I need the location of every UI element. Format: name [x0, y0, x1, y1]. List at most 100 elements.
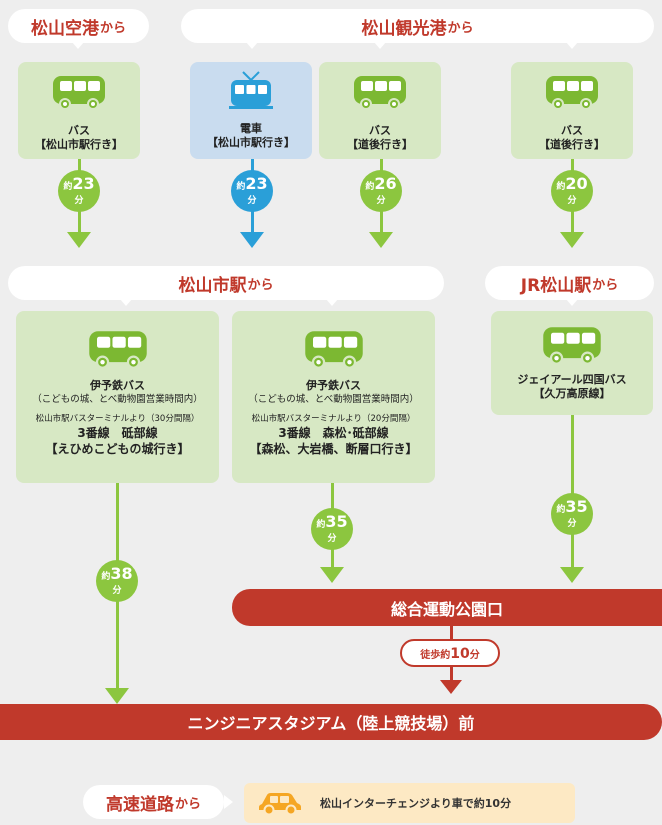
down-arrow-icon: [560, 232, 584, 248]
down-arrow-icon: [320, 567, 344, 583]
time-number: 20: [565, 174, 588, 193]
time-unit: 分: [376, 196, 386, 206]
pill-pointer: [72, 42, 84, 49]
card-mode: バス: [369, 124, 391, 137]
route-card-port-tram: 電車 【松山市駅行き】: [190, 62, 312, 159]
bus-icon: [53, 76, 105, 110]
time-number: 26: [374, 174, 397, 193]
bus-icon: [304, 331, 363, 369]
origin-suffix: から: [99, 20, 126, 36]
time-unit: 分: [74, 196, 84, 206]
pill-pointer: [326, 299, 338, 306]
bus-stop-name: 総合運動公園口: [390, 599, 503, 619]
card-destination: 【松山市駅行き】: [207, 136, 295, 149]
time-unit: 分: [247, 196, 257, 206]
card-line: 3番線 森松･砥部線: [278, 426, 389, 440]
time-prefix: 約: [101, 572, 111, 582]
card-mode: バス: [561, 124, 583, 137]
connector-line: [571, 415, 574, 570]
tram-icon: [229, 71, 273, 109]
down-arrow-icon: [560, 567, 584, 583]
origin-label: 高速道路: [105, 794, 174, 815]
card-title: 伊予鉄バス: [306, 379, 361, 392]
card-destination: 【松山市駅行き】: [35, 138, 123, 151]
pill-pointer: [224, 795, 233, 809]
card-title: ジェイアール四国バス: [517, 373, 627, 386]
car-route-text: 松山インターチェンジより車で約10分: [320, 797, 512, 810]
walk-prefix: 徒歩約: [420, 650, 451, 661]
origin-label: 松山空港: [30, 18, 99, 39]
time-prefix: 約: [556, 182, 566, 192]
route-card-airport-bus: バス 【松山市駅行き】: [18, 62, 140, 159]
route-card-jr-shikoku-bus: ジェイアール四国バス 【久万高原線】: [491, 311, 653, 415]
card-destination: 【えひめこどもの城行き】: [45, 442, 190, 456]
bus-icon: [88, 331, 147, 369]
card-mode: バス: [68, 124, 90, 137]
card-note: （こどもの城、とべ動物園営業時間内）: [32, 394, 203, 405]
card-departure: 松山市駅バスターミナルより（20分間隔）: [251, 414, 416, 424]
pill-pointer: [246, 42, 258, 49]
walk-number: 10: [450, 646, 470, 662]
destination-bar: ニンジニアスタジアム（陸上競技場）前: [0, 704, 662, 740]
time-number: 35: [325, 512, 348, 531]
destination-name: ニンジニアスタジアム（陸上競技場）前: [187, 714, 475, 733]
down-arrow-icon: [105, 688, 129, 704]
origin-suffix: から: [247, 277, 274, 293]
time-number: 35: [565, 497, 588, 516]
time-prefix: 約: [365, 182, 375, 192]
origin-suffix: から: [447, 20, 474, 36]
origin-label: JR松山駅: [520, 275, 592, 296]
card-destination: 【久万高原線】: [533, 387, 611, 400]
card-title: 伊予鉄バス: [90, 379, 145, 392]
origin-label: 松山市駅: [178, 275, 247, 296]
route-card-iyotetsu-tobe: 伊予鉄バス （こどもの城、とべ動物園営業時間内） 松山市駅バスターミナルより（3…: [16, 311, 219, 483]
origin-highway: 高速道路から: [83, 785, 224, 819]
card-mode: 電車: [240, 122, 262, 135]
down-arrow-icon: [369, 232, 393, 248]
pill-pointer: [566, 299, 578, 306]
pill-pointer: [120, 299, 132, 306]
pill-pointer: [374, 42, 386, 49]
time-prefix: 約: [556, 505, 566, 515]
route-card-port-bus: バス 【道後行き】: [319, 62, 441, 159]
down-arrow-icon: [440, 680, 462, 694]
car-route-box: 松山インターチェンジより車で約10分: [244, 783, 575, 823]
card-destination: 【道後行き】: [347, 138, 413, 151]
bus-icon: [546, 76, 598, 110]
bus-icon: [543, 327, 601, 365]
card-departure: 松山市駅バスターミナルより（30分間隔）: [35, 414, 200, 424]
time-unit: 分: [567, 196, 577, 206]
pill-pointer: [566, 42, 578, 49]
time-unit: 分: [567, 519, 577, 529]
origin-jr-matsuyama-station: JR松山駅から: [485, 266, 654, 300]
card-destination: 【道後行き】: [539, 138, 605, 151]
time-unit: 分: [112, 586, 122, 596]
card-line: 3番線 砥部線: [77, 426, 158, 440]
bus-icon: [354, 76, 406, 110]
time-unit: 分: [327, 534, 337, 544]
time-number: 23: [72, 174, 95, 193]
car-icon: [259, 793, 301, 816]
time-number: 38: [110, 564, 133, 583]
bus-stop-bar: 総合運動公園口: [232, 589, 662, 626]
route-card-iyotetsu-morimatsu: 伊予鉄バス （こどもの城、とべ動物園営業時間内） 松山市駅バスターミナルより（2…: [232, 311, 435, 483]
down-arrow-icon: [67, 232, 91, 248]
card-destination: 【森松、大岩橋、断層口行き】: [249, 442, 418, 456]
route-card-port-bus-2: バス 【道後行き】: [511, 62, 633, 159]
origin-matsuyamashi-station: 松山市駅から: [8, 266, 444, 300]
origin-matsuyama-airport: 松山空港から: [8, 9, 149, 43]
origin-matsuyama-port: 松山観光港から: [181, 9, 654, 43]
time-prefix: 約: [236, 182, 246, 192]
down-arrow-icon: [240, 232, 264, 248]
time-prefix: 約: [63, 182, 73, 192]
origin-label: 松山観光港: [361, 18, 447, 39]
origin-suffix: から: [174, 796, 201, 812]
time-number: 23: [245, 174, 268, 193]
